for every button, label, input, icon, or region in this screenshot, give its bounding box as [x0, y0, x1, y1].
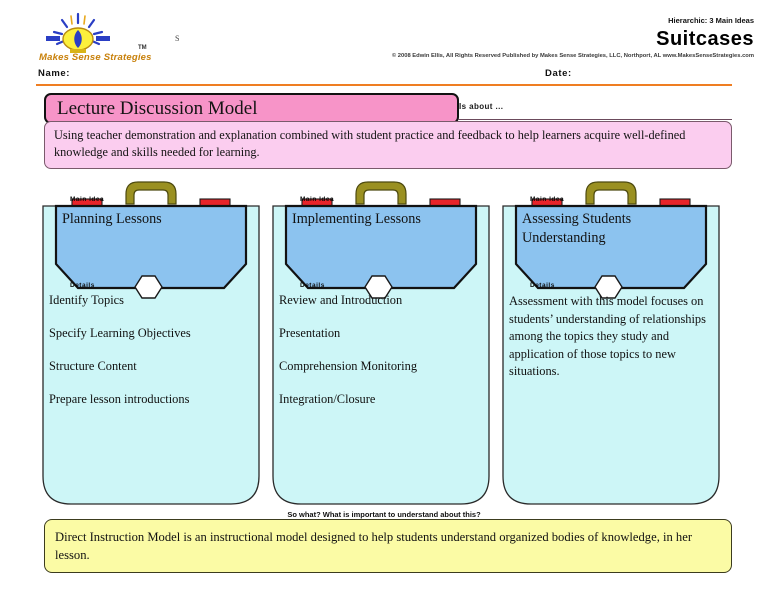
main-idea-text: Implementing Lessons — [292, 211, 421, 227]
worksheet-title: Suitcases — [656, 28, 754, 50]
list-item: Prepare lesson introductions — [49, 392, 190, 406]
hierarchic-label: Hierarchic: 3 Main Ideas — [668, 16, 754, 25]
page-header: Makes Sense Strategies TM S Hierarchic: … — [0, 0, 768, 86]
suitcase-shape-icon — [502, 181, 720, 505]
suitcase-shape-icon — [42, 181, 260, 505]
summary-box: Direct Instruction Model is an instructi… — [44, 519, 732, 573]
main-idea-label: Main Idea — [530, 196, 565, 203]
is-about-label: Is about ... — [459, 102, 504, 111]
main-idea-text: Assessing Students Understanding — [522, 211, 632, 246]
description-text: Using teacher demonstration and explanat… — [54, 128, 686, 159]
list-item: Specify Learning Objectives — [49, 326, 191, 340]
topic-title-text: Lecture Discussion Model — [57, 97, 258, 119]
list-item: Presentation — [279, 326, 341, 340]
main-idea-label: Main Idea — [70, 196, 105, 203]
suitcase-row: Main Idea Planning Lessons Details Ident… — [0, 176, 768, 508]
suitcase-1: Main Idea Planning Lessons Details Ident… — [38, 176, 264, 508]
main-idea-label: Main Idea — [300, 196, 335, 203]
logo-caption: Makes Sense Strategies — [39, 52, 152, 63]
details-label: Details — [70, 282, 95, 289]
suitcase-shape-icon — [272, 181, 490, 505]
suitcase-2: Main Idea Implementing Lessons Details R… — [268, 176, 494, 508]
date-field-label: Date: — [545, 68, 572, 79]
is-about-underline — [458, 119, 732, 121]
list-item: Review and Introduction — [279, 293, 403, 307]
makes-sense-strategies-logo — [38, 12, 156, 62]
details-list: Assessment with this model focuses on st… — [509, 293, 714, 381]
name-field-label: Name: — [38, 68, 71, 79]
copyright-notice: © 2008 Edwin Ellis, All Rights Reserved … — [391, 53, 754, 59]
suitcase-3: Main Idea Assessing Students Understandi… — [498, 176, 724, 508]
list-item: Identify Topics — [49, 293, 124, 307]
details-label: Details — [530, 282, 555, 289]
details-paragraph: Assessment with this model focuses on st… — [509, 294, 706, 379]
description-box: Using teacher demonstration and explanat… — [44, 121, 732, 169]
details-list: Identify Topics Specify Learning Objecti… — [49, 293, 254, 425]
list-item: Integration/Closure — [279, 392, 376, 406]
topic-title-banner: Lecture Discussion Model — [44, 93, 459, 124]
details-list: Review and Introduction Presentation Com… — [279, 293, 484, 425]
details-label: Details — [300, 282, 325, 289]
sun-lightbulb-icon — [46, 12, 110, 53]
so-what-label: So what? What is important to understand… — [287, 510, 481, 519]
header-divider — [36, 84, 732, 86]
list-item: Structure Content — [49, 359, 137, 373]
main-idea-text: Planning Lessons — [62, 211, 162, 227]
summary-text: Direct Instruction Model is an instructi… — [55, 530, 693, 562]
list-item: Comprehension Monitoring — [279, 359, 418, 373]
trademark-mark: TM — [138, 45, 147, 51]
s-mark: S — [175, 34, 180, 43]
